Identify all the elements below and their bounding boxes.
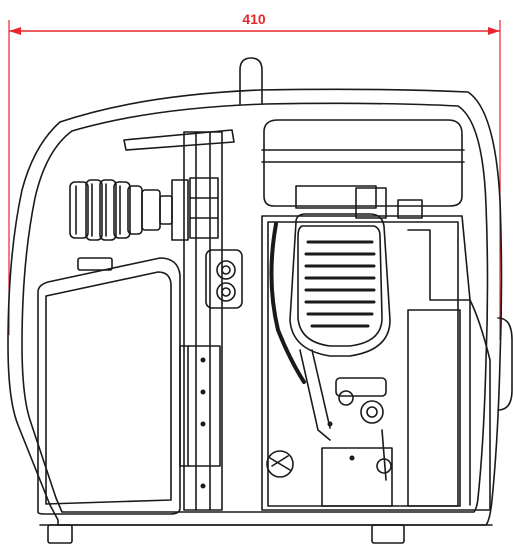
fuel-tank-inner (45, 271, 172, 505)
oil-filler-cap (266, 450, 294, 478)
side-handle (497, 317, 513, 411)
fuel-tank (37, 257, 181, 515)
outer-frame (7, 88, 503, 526)
center-frame (123, 129, 235, 511)
foot-left (47, 524, 73, 544)
exhaust-muffler (69, 179, 189, 241)
dimension-label: 410 (242, 11, 266, 27)
starter-grille (304, 240, 376, 328)
engine-block (261, 215, 491, 511)
fuel-line (269, 222, 306, 384)
inner-frame (21, 102, 489, 513)
width-dimension: 410 (8, 11, 501, 340)
dimension-arrow-right (488, 27, 500, 35)
fuel-cap (77, 257, 113, 271)
air-filter-housing (261, 119, 465, 219)
carburetor-linkage (299, 349, 393, 507)
frame-holes (200, 357, 355, 489)
mounting-bolts (205, 249, 243, 309)
recoil-starter (289, 213, 391, 357)
foot-right (371, 524, 405, 544)
top-handle (239, 57, 263, 105)
dimension-arrow-left (9, 27, 21, 35)
